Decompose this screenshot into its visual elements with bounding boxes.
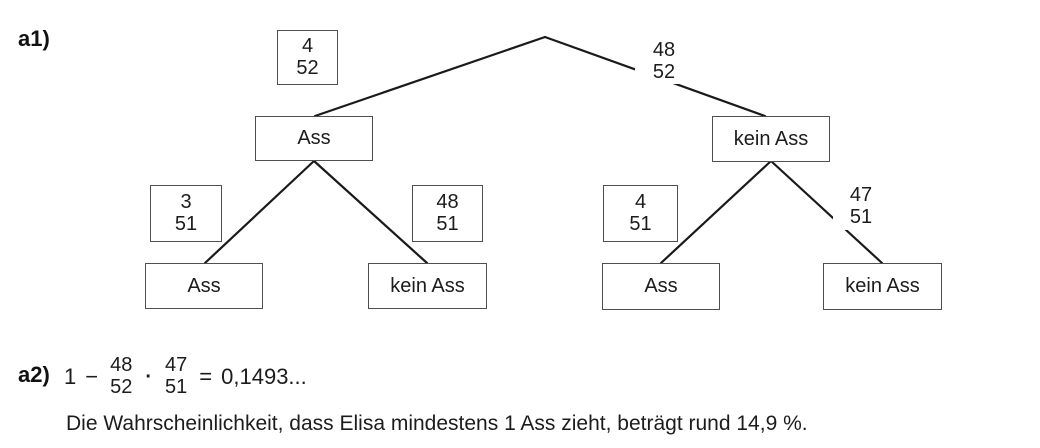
probability-box-48-51: 48 51 — [412, 185, 483, 242]
fraction-47-51: 47 51 — [847, 185, 875, 228]
fraction-48-52: 48 52 — [650, 40, 678, 83]
probability-box-4-51: 4 51 — [603, 185, 678, 242]
fraction-numerator: 3 — [180, 190, 192, 213]
minus-operator: − — [85, 364, 99, 389]
fraction-denominator: 51 — [174, 212, 198, 235]
fraction-numerator: 4 — [634, 190, 647, 213]
fraction-numerator: 48 — [652, 39, 676, 62]
fraction-48-51: 48 51 — [433, 190, 461, 235]
fraction-denominator: 51 — [436, 212, 459, 235]
equation-term1: 1 — [64, 364, 77, 389]
probability-box-4-52: 4 52 — [277, 30, 338, 85]
probability-label-47-51: 47 51 — [833, 184, 889, 230]
fraction-denominator: 52 — [652, 61, 676, 83]
multiplication-dot-operator: · — [145, 365, 153, 388]
fraction-denominator: 51 — [849, 206, 873, 228]
fraction-numerator: 4 — [301, 34, 314, 57]
node-label: kein Ass — [733, 127, 809, 150]
equation: 1 − 48 52 · 47 51 = 0,1493... — [64, 352, 307, 402]
fraction-numerator: 47 — [849, 184, 873, 207]
probability-box-3-51: 3 51 — [150, 185, 222, 242]
fraction-denominator: 52 — [296, 56, 319, 79]
fraction-numerator: 48 — [110, 354, 133, 377]
node-label: kein Ass — [845, 275, 920, 297]
node-label: Ass — [297, 127, 331, 149]
section-label-a1: a1) — [18, 26, 50, 51]
equation-result: 0,1493... — [221, 364, 307, 389]
fraction-denominator: 51 — [165, 376, 188, 398]
conclusion-text: Die Wahrscheinlichkeit, dass Elisa minde… — [66, 412, 808, 435]
fraction-denominator: 51 — [629, 212, 652, 235]
node-label: Ass — [644, 275, 678, 297]
node-label: kein Ass — [390, 274, 465, 297]
fraction-numerator: 48 — [436, 190, 459, 213]
section-label-a2: a2) — [18, 362, 50, 387]
fraction-denominator: 52 — [110, 376, 133, 398]
fraction-3-51: 3 51 — [172, 190, 200, 235]
branch-ass-to-kein-ass-line — [312, 159, 429, 265]
fraction-4-51: 4 51 — [626, 190, 654, 235]
node-box-kein-ass-level1: kein Ass — [712, 116, 830, 162]
fraction-numerator: 47 — [165, 354, 188, 377]
leaf-box-kein-ass-1: kein Ass — [368, 263, 487, 309]
leaf-box-ass-2: Ass — [602, 263, 720, 310]
node-box-ass-level1: Ass — [255, 116, 373, 161]
equals-sign: = — [199, 364, 213, 389]
branch-root-to-ass-line — [313, 35, 547, 118]
probability-label-48-52: 48 52 — [635, 40, 693, 84]
equation-fraction-47-51: 47 51 — [162, 355, 190, 398]
leaf-box-ass-1: Ass — [145, 263, 263, 309]
fraction-4-52: 4 52 — [293, 34, 321, 79]
equation-fraction-48-52: 48 52 — [107, 355, 135, 398]
node-label: Ass — [187, 274, 221, 297]
leaf-box-kein-ass-2: kein Ass — [823, 263, 942, 310]
